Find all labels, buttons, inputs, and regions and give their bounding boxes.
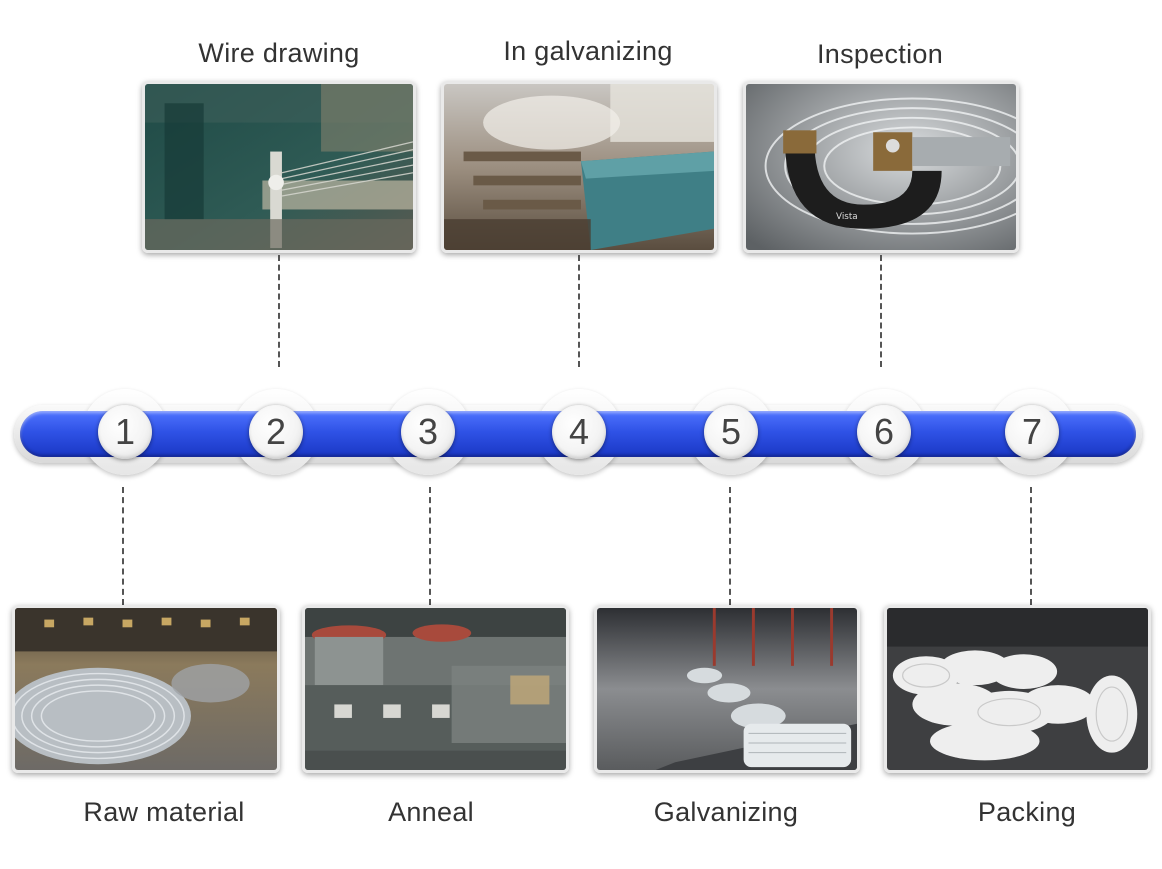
svg-text:Vista: Vista: [836, 212, 858, 222]
packing-photo: [884, 605, 1151, 773]
connector-step-7: [1030, 487, 1032, 605]
label-packing: Packing: [977, 797, 1077, 827]
wire-drawing-photo: [142, 81, 416, 253]
connector-step-2: [278, 255, 280, 367]
label-inspection: Inspection: [816, 39, 944, 69]
step-node-5: 5: [704, 405, 758, 459]
label-anneal: Anneal: [388, 797, 474, 827]
raw-material-photo: [12, 605, 280, 773]
connector-step-4: [578, 255, 580, 367]
label-raw-material: Raw material: [83, 797, 245, 827]
galvanizing-photo: [594, 605, 860, 773]
step-node-4: 4: [552, 405, 606, 459]
connector-step-5: [729, 487, 731, 605]
label-in-galvanizing: In galvanizing: [503, 36, 673, 66]
connector-step-3: [429, 487, 431, 605]
step-node-1: 1: [98, 405, 152, 459]
step-node-6: 6: [857, 405, 911, 459]
step-node-3: 3: [401, 405, 455, 459]
label-galvanizing: Galvanizing: [653, 797, 799, 827]
anneal-photo: [302, 605, 569, 773]
step-node-2: 2: [249, 405, 303, 459]
step-node-7: 7: [1005, 405, 1059, 459]
connector-step-6: [880, 255, 882, 367]
inspection-photo: Vista: [743, 81, 1019, 253]
connector-step-1: [122, 487, 124, 605]
label-wire-drawing: Wire drawing: [198, 38, 360, 68]
galvanizing-line-photo: [441, 81, 717, 253]
